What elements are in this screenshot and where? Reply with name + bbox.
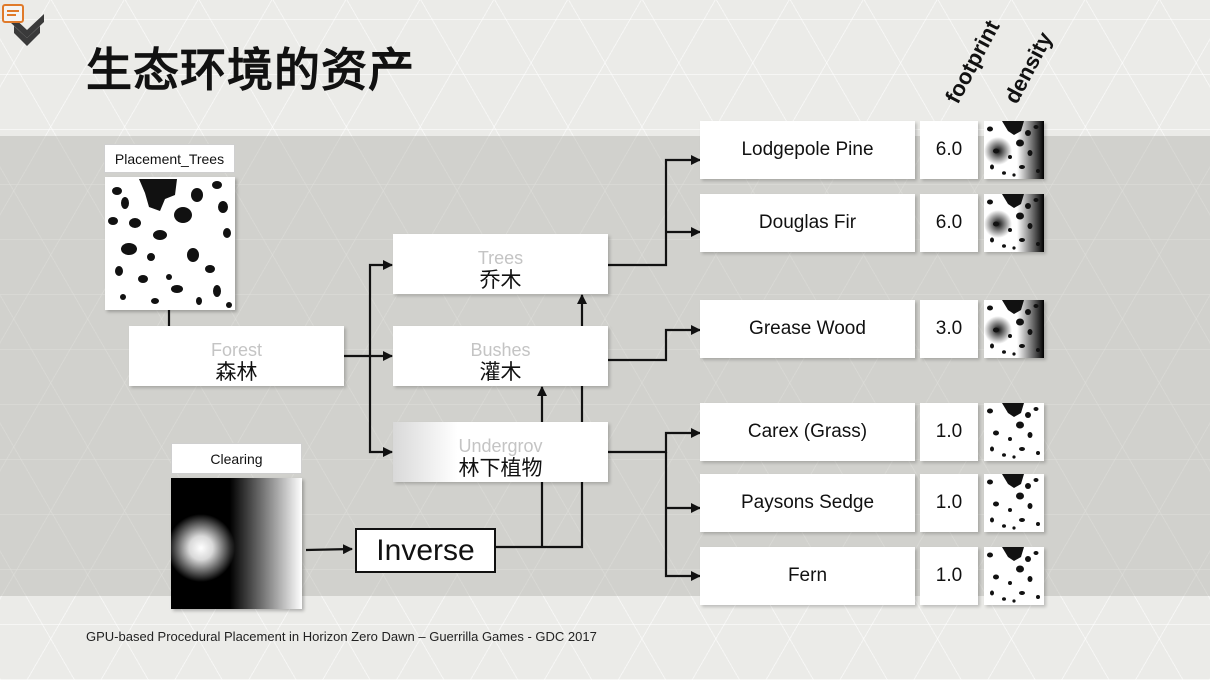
asset-name: Douglas Fir — [700, 194, 915, 252]
placement-trees-mask — [105, 177, 235, 310]
clearing-mask — [171, 478, 302, 609]
arrow-undergrowth-to-carex — [608, 428, 701, 454]
asset-footprint: 1.0 — [920, 547, 978, 605]
node-undergrowth: Undergrov 林下植物 — [393, 422, 608, 482]
footer-citation: GPU-based Procedural Placement in Horizo… — [86, 629, 597, 644]
node-undergrowth-zh: 林下植物 — [458, 456, 543, 480]
asset-footprint: 3.0 — [920, 300, 978, 358]
arrow-undergrowth-to-fern — [664, 452, 701, 581]
arrow-forest-to-trees — [368, 260, 393, 356]
density-map-thumbnail — [984, 300, 1044, 358]
density-map-thumbnail — [984, 403, 1044, 461]
asset-name: Carex (Grass) — [700, 403, 915, 461]
node-bushes-zh: 灌木 — [479, 360, 522, 384]
density-map-thumbnail — [984, 474, 1044, 532]
node-forest-en: Forest — [210, 340, 262, 360]
node-undergrowth-en: Undergrov — [458, 436, 543, 456]
node-bushes-en: Bushes — [470, 340, 531, 360]
asset-name: Fern — [700, 547, 915, 605]
asset-name: Lodgepole Pine — [700, 121, 915, 179]
placement-trees-label: Placement_Trees — [104, 144, 235, 173]
node-trees-zh: 乔木 — [479, 268, 522, 292]
arrow-bushes-to-greasewood — [608, 325, 701, 362]
asset-footprint: 1.0 — [920, 403, 978, 461]
asset-footprint: 6.0 — [920, 121, 978, 179]
node-trees: Trees 乔木 — [393, 234, 608, 294]
inverse-node: Inverse — [355, 528, 496, 573]
asset-name: Grease Wood — [700, 300, 915, 358]
density-map-thumbnail — [984, 547, 1044, 605]
clearing-label: Clearing — [171, 443, 302, 474]
asset-name: Paysons Sedge — [700, 474, 915, 532]
density-map-thumbnail — [984, 121, 1044, 179]
arrow-trees-to-lodgepole — [608, 155, 701, 267]
page-title: 生态环境的资产 — [86, 43, 415, 97]
arrow-forest-to-undergrowth — [368, 356, 393, 457]
guerrilla-logo-icon — [2, 4, 44, 46]
density-map-thumbnail — [984, 194, 1044, 252]
node-trees-en: Trees — [477, 248, 524, 268]
asset-footprint: 6.0 — [920, 194, 978, 252]
node-forest-zh: 森林 — [215, 360, 258, 384]
arrow-clearing-to-inverse — [305, 544, 353, 555]
node-bushes: Bushes 灌木 — [393, 326, 608, 386]
node-forest: Forest 森林 — [129, 326, 344, 386]
asset-footprint: 1.0 — [920, 474, 978, 532]
